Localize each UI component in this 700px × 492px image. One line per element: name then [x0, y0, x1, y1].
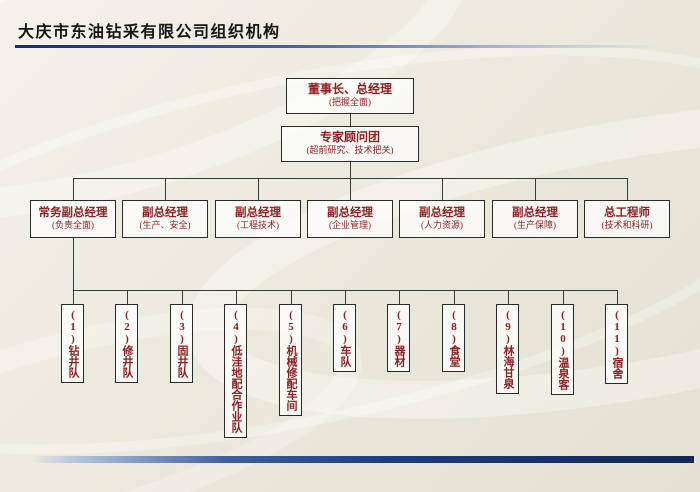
connector-line: [350, 162, 351, 178]
connector-line: [291, 290, 292, 304]
org-box-chief-engineer: 总工程师 (技术和科研): [584, 200, 670, 238]
org-box-subtitle: (生产保障): [514, 219, 556, 230]
org-box-deputy-gm-production-support: 副总经理 (生产保障): [492, 200, 578, 238]
connector-line: [350, 178, 351, 200]
org-box-unit-cementing-team: (3)固井队: [170, 304, 193, 383]
org-box-subtitle: (技术和科研): [601, 219, 653, 230]
org-box-deputy-gm-enterprise-mgmt: 副总经理 (企业管理): [307, 200, 393, 238]
org-box-unit-linhai-ganquan: (9)林海甘泉: [496, 304, 519, 394]
org-box-subtitle: (人力资源): [421, 219, 463, 230]
connector-line: [508, 290, 509, 304]
connector-line: [236, 290, 237, 304]
org-box-unit-lowland-ops-team: (4)低洼地配合作业队: [224, 304, 247, 438]
org-box-subtitle: (把握全面): [329, 97, 371, 108]
org-box-unit-machine-repair: (5)机械修配车间: [279, 304, 302, 416]
org-box-deputy-gm-engineering: 副总经理 (工程技术): [215, 200, 301, 238]
org-box-subtitle: (企业管理): [329, 219, 371, 230]
connector-line: [127, 290, 128, 304]
connector-line: [454, 290, 455, 304]
connector-line: [165, 178, 166, 200]
connector-line: [442, 178, 443, 200]
connector-line: [617, 290, 618, 304]
org-box-title: 副总经理: [142, 206, 188, 219]
org-box-title: 总工程师: [604, 206, 650, 219]
connector-line: [535, 178, 536, 200]
org-box-deputy-gm-production-safety: 副总经理 (生产、安全): [122, 200, 208, 238]
org-box-unit-dormitory: (11)宿舍: [605, 304, 628, 384]
org-box-subtitle: (生产、安全): [139, 219, 191, 230]
org-box-unit-drilling-team: (1)钻井队: [61, 304, 84, 383]
org-box-title: 副总经理: [327, 206, 373, 219]
connector-line: [627, 178, 628, 200]
page-title: 大庆市东油钻采有限公司组织机构: [18, 24, 281, 41]
org-box-title: 副总经理: [235, 206, 281, 219]
org-box-unit-equipment: (7)器材: [387, 304, 410, 372]
connector-line: [399, 290, 400, 304]
org-box-title: 专家顾问团: [319, 130, 380, 145]
org-box-title: 董事长、总经理: [307, 82, 392, 97]
org-box-unit-motor-pool: (6)车队: [333, 304, 356, 372]
connector-line: [345, 290, 346, 304]
org-box-title: 副总经理: [512, 206, 558, 219]
bottom-accent-bar: [30, 456, 694, 463]
connector-line: [73, 238, 74, 290]
connector-line: [182, 290, 183, 304]
org-box-unit-wenquan-guest: (10)温泉客: [551, 304, 574, 395]
org-box-advisor-group: 专家顾问团 (超前研究、技术把关): [281, 126, 419, 162]
org-box-subtitle: (负责全面): [52, 219, 94, 230]
org-box-subtitle: (超前研究、技术把关): [306, 145, 394, 156]
connector-line: [73, 290, 74, 304]
org-box-deputy-gm-hr: 副总经理 (人力资源): [399, 200, 485, 238]
org-box-subtitle: (工程技术): [237, 219, 279, 230]
org-box-title: 常务副总经理: [38, 206, 108, 219]
connector-line: [563, 290, 564, 304]
connector-line: [350, 114, 351, 126]
org-box-unit-workover-team: (2)修井队: [115, 304, 138, 383]
org-box-unit-canteen: (8)食堂: [442, 304, 465, 372]
connector-line: [73, 178, 74, 200]
title-underline-bar: [15, 45, 687, 48]
connector-line: [258, 178, 259, 200]
org-box-exec-deputy-gm: 常务副总经理 (负责全面): [30, 200, 116, 238]
org-box-chairman: 董事长、总经理 (把握全面): [286, 78, 414, 114]
org-box-title: 副总经理: [419, 206, 465, 219]
